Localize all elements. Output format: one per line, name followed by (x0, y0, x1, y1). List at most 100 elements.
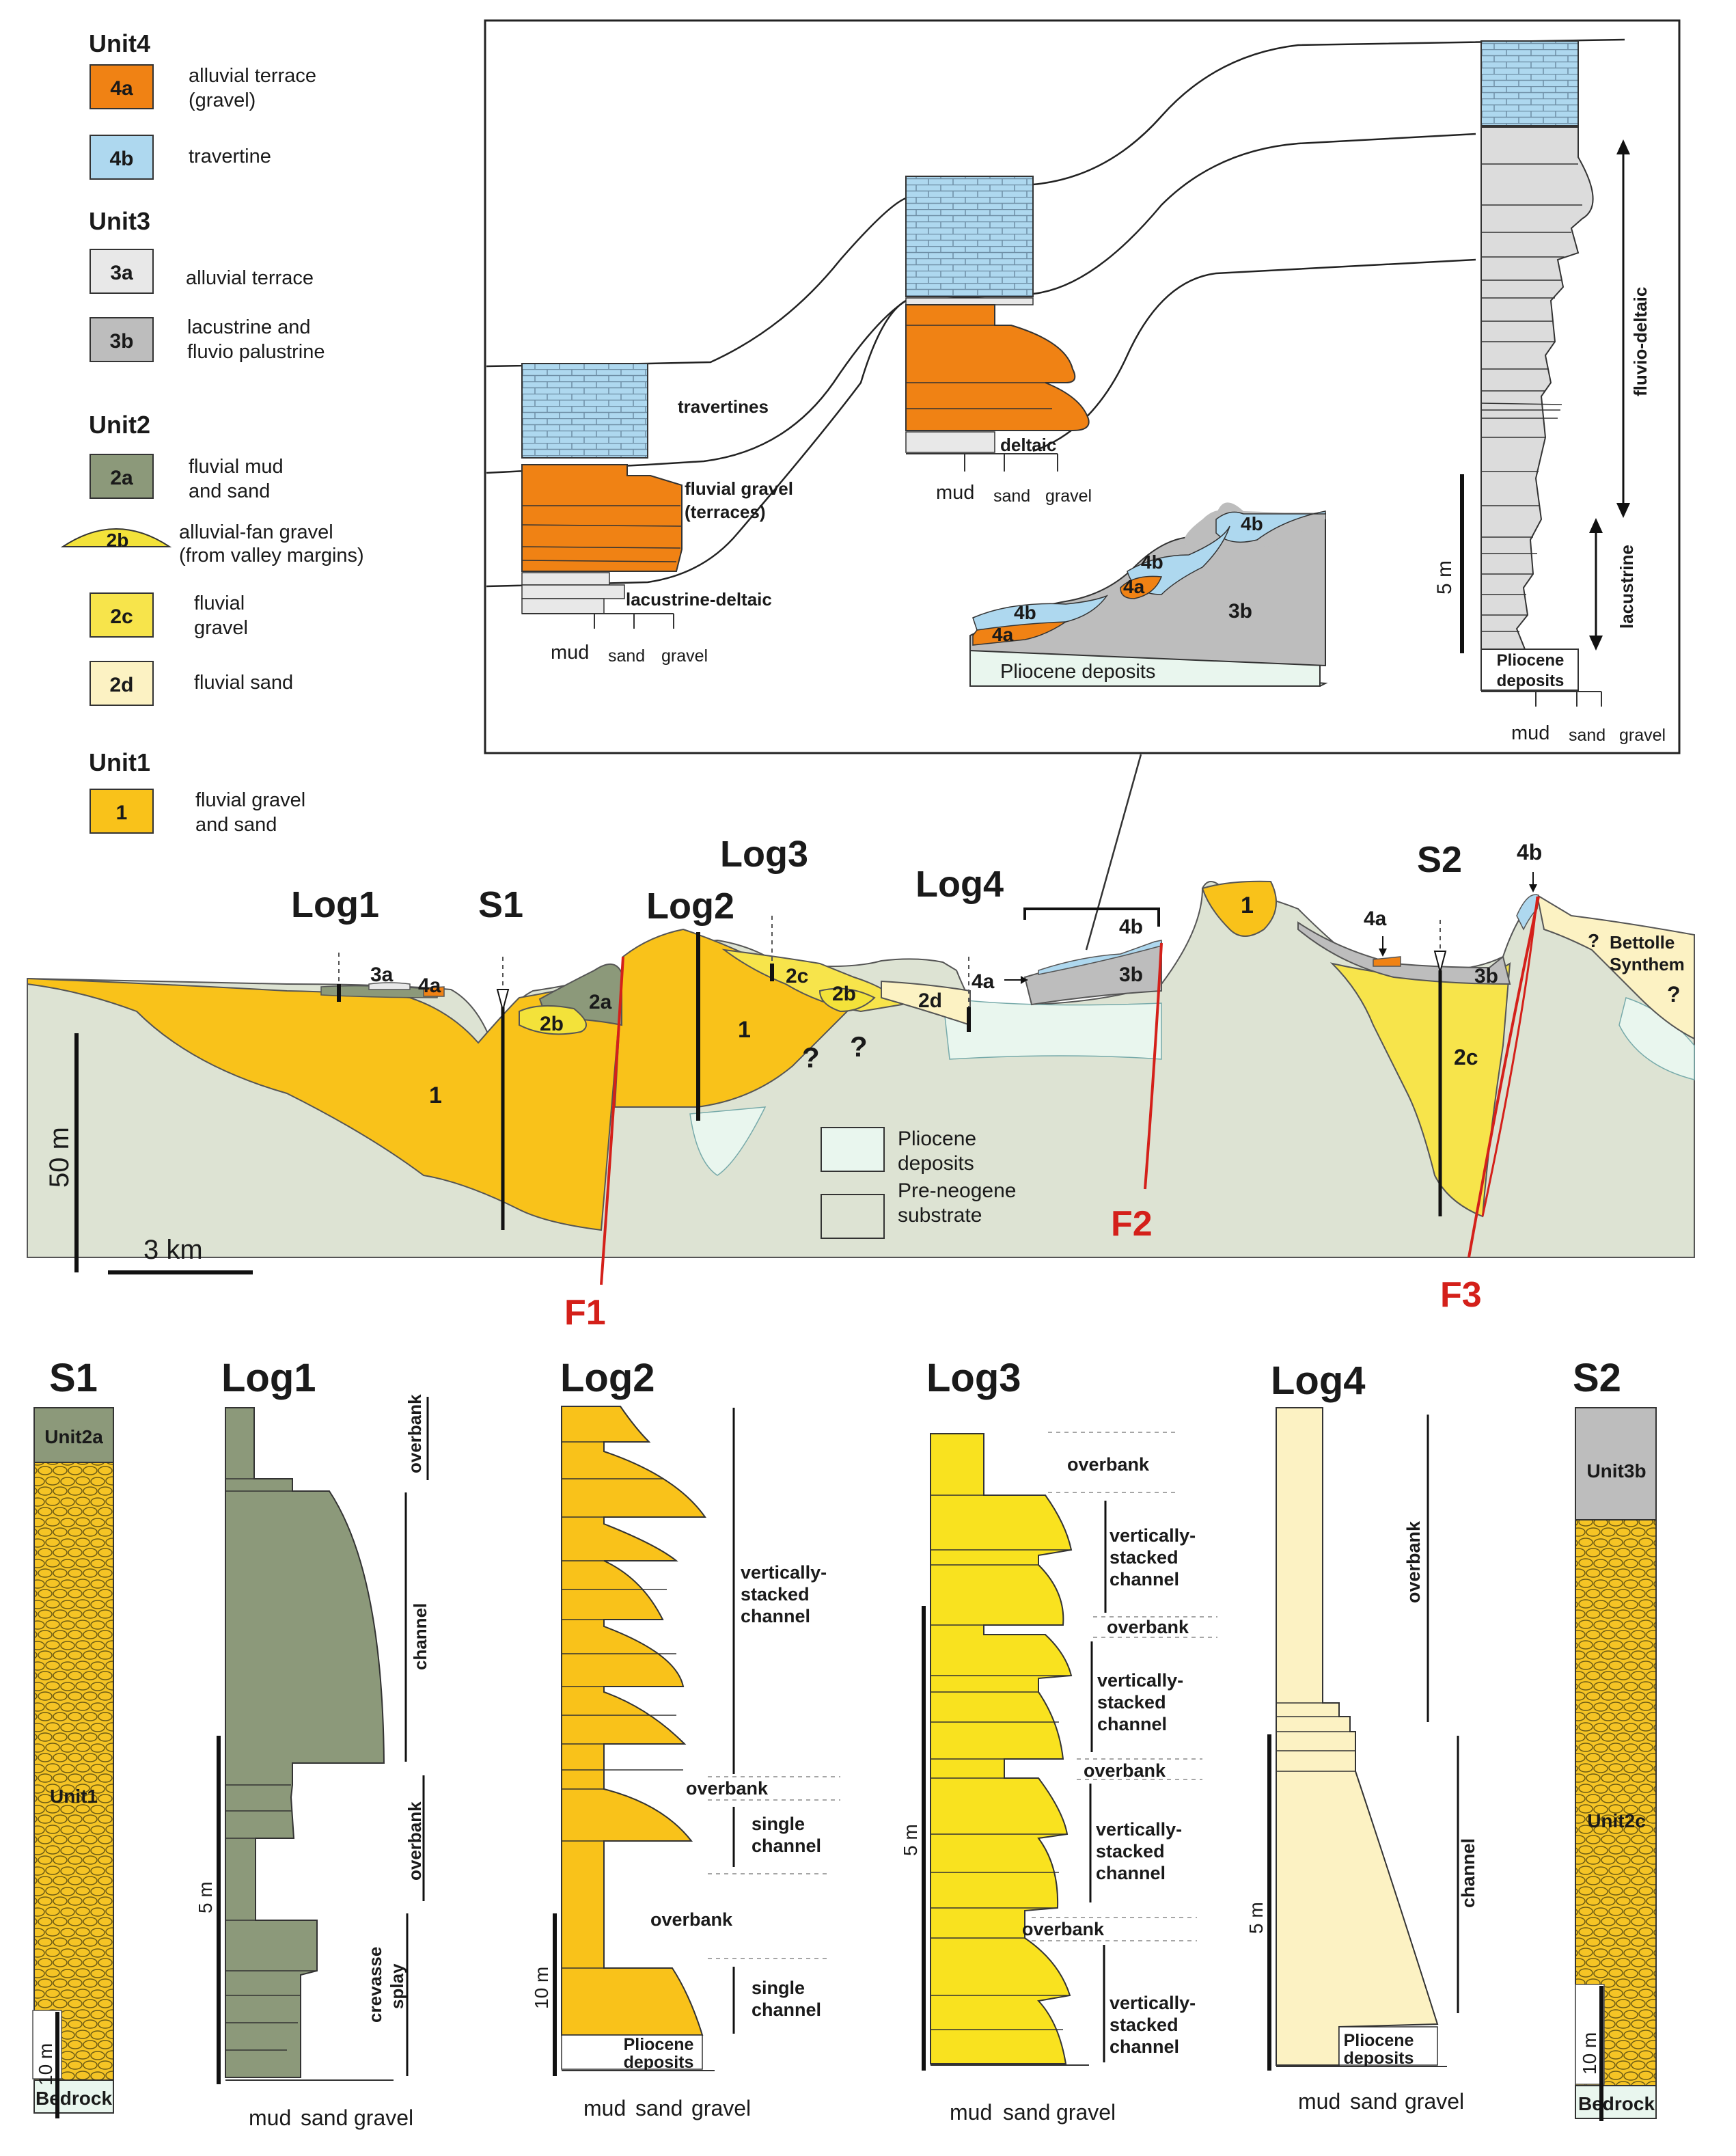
log-log2-axis-mud: mud (583, 2096, 626, 2120)
legend-code-2d: 2d (109, 674, 133, 696)
section-unit-3b: 3b (1119, 964, 1143, 986)
log-log2-single-1: single (752, 1814, 805, 1834)
legend-label-2d: fluvial sand (194, 672, 293, 694)
legend-code-2a: 2a (110, 467, 133, 489)
inset-label-fluvio-deltaic: fluvio-deltaic (1630, 287, 1651, 396)
log-s1-scale-label: 10 m (35, 2043, 56, 2086)
inset-sketch-label-4b: 4b (1014, 602, 1036, 623)
fault-f1 (600, 956, 624, 1285)
log-log3-axis-sand: sand (1003, 2100, 1050, 2125)
log-log1-channel: channel (410, 1603, 430, 1670)
legend: Unit4 4a alluvial terrace (gravel) 4b tr… (60, 29, 364, 836)
log-log1-beds (225, 1478, 317, 2051)
log-s2-bedrock (1575, 2085, 1657, 2119)
section-unit-3a: 3a (370, 964, 394, 986)
inset-right-pliocene-box (1480, 649, 1579, 691)
log-log3-vs2-3: channel (1097, 1714, 1167, 1734)
legend-label-2a-1: fluvial mud (189, 456, 284, 478)
log-log4-column (1276, 1407, 1439, 2066)
section-pliocene-patch (942, 997, 1162, 1060)
section-unit-3b: 3b (1474, 965, 1498, 987)
inset-left-axis-gravel: gravel (661, 646, 708, 666)
legend-code-4b: 4b (109, 148, 133, 170)
log-log1-splay: splay (387, 1963, 407, 2009)
log-log4-pliocene-1: Pliocene (1344, 2031, 1414, 2050)
legend-swatch-3b (89, 317, 154, 362)
inset-left-axis-sand: sand (608, 646, 645, 666)
log-log4-axis-sand: sand (1350, 2089, 1397, 2114)
section-unit-1: 1 (429, 1082, 442, 1108)
fault-f2 (1144, 942, 1163, 1190)
log-s2-unit2c-label: Unit2c (1587, 1810, 1646, 1831)
log-log3-vs4-2: stacked (1110, 2015, 1179, 2035)
section-question-mark: ? (1667, 982, 1681, 1007)
section-fault-label-f3: F3 (1440, 1275, 1482, 1315)
section-label-log2: Log2 (646, 886, 734, 927)
log-log1-axis-mud: mud (249, 2105, 291, 2130)
section-legend-pliocene-2: deposits (898, 1152, 974, 1175)
legend-code-2b: 2b (107, 530, 129, 551)
inset-sketch-4a-low (972, 621, 1068, 646)
section-arrowhead (1529, 884, 1537, 892)
legend-swatch-4a (89, 64, 154, 109)
log-title-log2: Log2 (560, 1356, 655, 1400)
log-log2-scale-label: 10 m (531, 1967, 552, 2009)
log-log2-overbank-1: overbank (686, 1778, 769, 1799)
inset-sketch-4b-top (1215, 510, 1326, 543)
log-log2-axis-sand: sand (635, 2096, 683, 2120)
log-log3-axis-gravel: gravel (1056, 2100, 1116, 2125)
log-log2-beds (562, 1441, 705, 1969)
log-log1-crevasse: crevasse (365, 1947, 385, 2023)
legend-label-4a-1: alluvial terrace (189, 65, 316, 87)
legend-unit2-heading: Unit2 (89, 411, 150, 439)
log-title-log1: Log1 (221, 1356, 316, 1400)
inset-right-beds (1480, 163, 1582, 632)
inset-arrowheads (1589, 518, 1603, 651)
log-s1-unit2a-label: Unit2a (44, 1426, 103, 1447)
section-legend-substrate-1: Pre-neogene (898, 1179, 1016, 1202)
section-inset-bracket (1023, 908, 1160, 927)
log-log3-vs1-2: stacked (1110, 1547, 1179, 1568)
inset-right-axis-gravel: gravel (1619, 726, 1666, 745)
section-unit3a (368, 982, 411, 990)
section-unit-2c: 2c (1454, 1045, 1478, 1069)
log-log4-axis-gravel: gravel (1405, 2089, 1464, 2114)
section-bettolle-1: Bettolle (1610, 932, 1675, 953)
inset-left-gravel (521, 464, 683, 572)
legend-label-2c-2: gravel (194, 617, 248, 639)
inset-sketch-label-4a: 4a (1123, 576, 1145, 597)
inset-mid-bed (905, 297, 1034, 305)
legend-swatch-2a (89, 454, 154, 499)
log-title-log3: Log3 (926, 1356, 1021, 1400)
section-pliocene-patch (689, 1106, 767, 1176)
log-log2-axis-gravel: gravel (691, 2096, 751, 2120)
log-log4-beds (1276, 1702, 1355, 1772)
legend-label-3b-1: lacustrine and (187, 316, 311, 338)
log-s2-unit3b (1575, 1407, 1657, 1520)
legend-unit4-heading: Unit4 (89, 29, 150, 57)
section-vertical-scale-label: 50 m (44, 1127, 74, 1188)
legend-code-3a: 3a (110, 262, 133, 284)
inset-correlation-line (486, 299, 907, 588)
section-question-mark: ? (802, 1041, 820, 1074)
log-s2-bedrock-label: Bedrock (1578, 2093, 1655, 2114)
log-s1-bedrock-label: Bedrock (36, 2088, 112, 2109)
log-s1-unit1 (33, 1462, 114, 2081)
inset-left-travertine (521, 363, 648, 459)
legend-label-4a-2: (gravel) (189, 90, 256, 111)
log-log3-axis-mud: mud (950, 2100, 992, 2125)
log-log3-vs1-1: vertically- (1110, 1525, 1196, 1546)
inset-scale-label: 5 m (1433, 560, 1456, 595)
log-title-s2: S2 (1573, 1356, 1621, 1400)
section-arrowhead (1021, 976, 1028, 984)
log-log3-vs2-2: stacked (1097, 1692, 1166, 1712)
log-s1-unit1-label: Unit1 (50, 1786, 98, 1807)
log-s2-scale-label: 10 m (1579, 2032, 1600, 2075)
log-log3-overbank-4: overbank (1022, 1919, 1105, 1939)
inset-mid-gravel (905, 304, 1090, 431)
inset-right-travertine (1480, 40, 1579, 126)
log-s2-unit3b-label: Unit3b (1586, 1460, 1646, 1482)
section-label-log3: Log3 (720, 834, 808, 875)
log-log3-vs3-3: channel (1096, 1863, 1166, 1883)
section-unit-4a: 4a (418, 974, 441, 997)
